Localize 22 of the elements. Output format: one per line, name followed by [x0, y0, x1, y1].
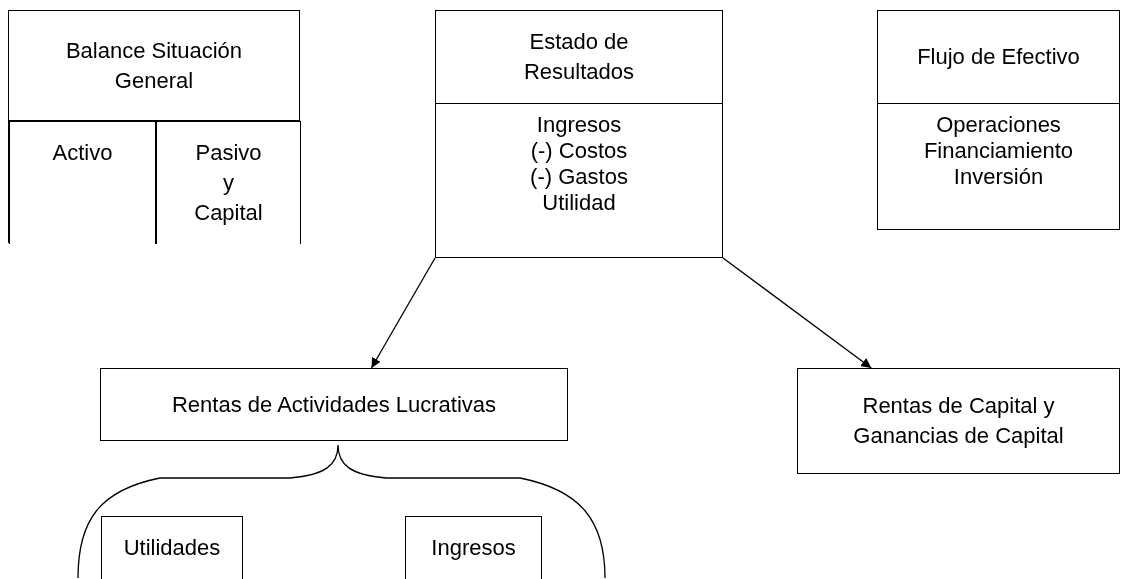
text-box	[797, 368, 1120, 474]
box-text: Pasivo y Capital	[193, 139, 264, 227]
box-text: Ingresos (-) Costos (-) Gastos Utilidad	[529, 112, 629, 216]
box-text: Operaciones Financiamiento Inversión	[922, 112, 1075, 190]
text-box	[156, 121, 301, 244]
arrow	[722, 257, 872, 369]
box-heading: Estado de Resultados	[522, 28, 636, 86]
text-box	[100, 368, 568, 441]
text-box	[877, 10, 1120, 230]
text-box	[101, 516, 243, 579]
text-box	[435, 10, 723, 258]
box-text: Utilidades	[123, 534, 221, 562]
box-heading: Flujo de Efectivo	[917, 43, 1080, 71]
text-box	[405, 516, 542, 579]
box-text: Ingresos	[431, 534, 516, 562]
text-box	[9, 121, 156, 244]
box-heading: Balance Situación General	[64, 36, 244, 95]
arrow	[370, 257, 436, 369]
box-text: Rentas de Actividades Lucrativas	[171, 390, 497, 419]
box-text: Rentas de Capital y Ganancias de Capital	[852, 392, 1065, 450]
box-text: Activo	[52, 139, 113, 167]
text-box	[8, 10, 300, 243]
